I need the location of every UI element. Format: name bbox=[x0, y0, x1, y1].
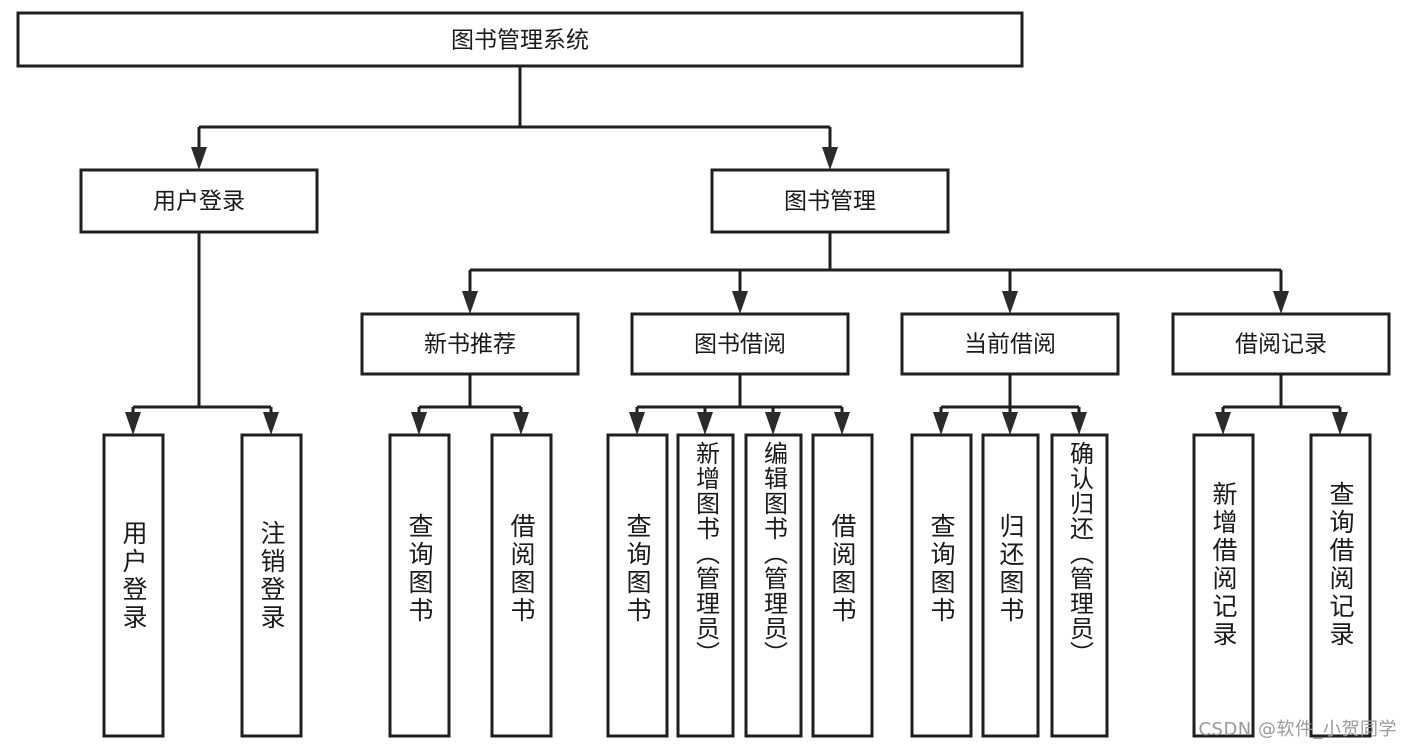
arrow-to-current-borrow bbox=[1002, 291, 1018, 314]
arrow-to-leaf-return-book bbox=[1002, 412, 1018, 435]
arrow-to-leaf-confirm-return bbox=[1071, 412, 1087, 435]
arrow-to-leaf-borrow-book-1 bbox=[513, 412, 529, 435]
node-book-borrow-box[interactable] bbox=[630, 312, 850, 376]
arrow-to-leaf-add-book bbox=[697, 412, 713, 435]
node-book-borrow-label: 图书借阅 bbox=[694, 332, 786, 358]
node-new-book-rec-label: 新书推荐 bbox=[424, 332, 516, 358]
arrow-to-book-borrow bbox=[732, 291, 748, 314]
node-user-login-label: 用户登录 bbox=[153, 189, 245, 215]
leaf-add-record-box[interactable] bbox=[1192, 433, 1255, 738]
node-root-box[interactable] bbox=[16, 11, 1024, 68]
arrow-to-new-book-rec bbox=[462, 291, 478, 314]
node-root-label: 图书管理系统 bbox=[451, 28, 589, 54]
node-boxes: 图书管理系统 用户登录 图书管理 新书推荐 图书借阅 当前借阅 借阅记录 bbox=[16, 11, 1391, 738]
node-borrow-record-label: 借阅记录 bbox=[1235, 332, 1327, 358]
leaf-user-login-box[interactable] bbox=[102, 433, 165, 738]
arrow-to-leaf-query-book-3 bbox=[933, 412, 949, 435]
node-current-borrow-box[interactable] bbox=[900, 312, 1120, 376]
node-book-mgmt-label: 图书管理 bbox=[784, 189, 876, 215]
node-current-borrow-label: 当前借阅 bbox=[964, 332, 1056, 358]
arrow-to-leaf-add-record bbox=[1215, 412, 1231, 435]
arrow-to-book-mgmt bbox=[822, 147, 838, 170]
leaf-confirm-return-box[interactable] bbox=[1050, 433, 1109, 738]
arrow-to-leaf-query-book-1 bbox=[411, 412, 427, 435]
arrow-to-leaf-edit-book bbox=[765, 412, 781, 435]
arrow-to-leaf-query-record bbox=[1332, 412, 1348, 435]
node-new-book-rec-box[interactable] bbox=[360, 312, 580, 376]
leaf-return-book-box[interactable] bbox=[981, 433, 1040, 738]
node-borrow-record-box[interactable] bbox=[1171, 312, 1391, 376]
arrow-to-leaf-user-login bbox=[125, 412, 141, 435]
connectors bbox=[125, 66, 1348, 435]
arrow-to-user-login bbox=[191, 147, 207, 170]
leaf-query-book-2-box[interactable] bbox=[606, 433, 669, 738]
csdn-watermark: CSDN @软件_小贺同学 bbox=[1198, 719, 1397, 740]
arrow-to-borrow-record bbox=[1273, 291, 1289, 314]
leaf-query-record-box[interactable] bbox=[1309, 433, 1372, 738]
leaf-borrow-book-1-box[interactable] bbox=[490, 433, 553, 738]
leaf-add-book-box[interactable] bbox=[676, 433, 735, 738]
node-book-mgmt-box[interactable] bbox=[710, 168, 950, 234]
arrow-to-leaf-query-book-2 bbox=[629, 412, 645, 435]
node-user-login-box[interactable] bbox=[79, 168, 319, 234]
arrow-to-leaf-logout bbox=[263, 412, 279, 435]
leaf-borrow-book-2-box[interactable] bbox=[811, 433, 874, 738]
leaf-edit-book-box[interactable] bbox=[744, 433, 803, 738]
leaf-logout-box[interactable] bbox=[240, 433, 303, 738]
leaf-query-book-1-box[interactable] bbox=[388, 433, 451, 738]
leaf-query-book-3-box[interactable] bbox=[910, 433, 973, 738]
arrow-to-leaf-borrow-book-2 bbox=[834, 412, 850, 435]
